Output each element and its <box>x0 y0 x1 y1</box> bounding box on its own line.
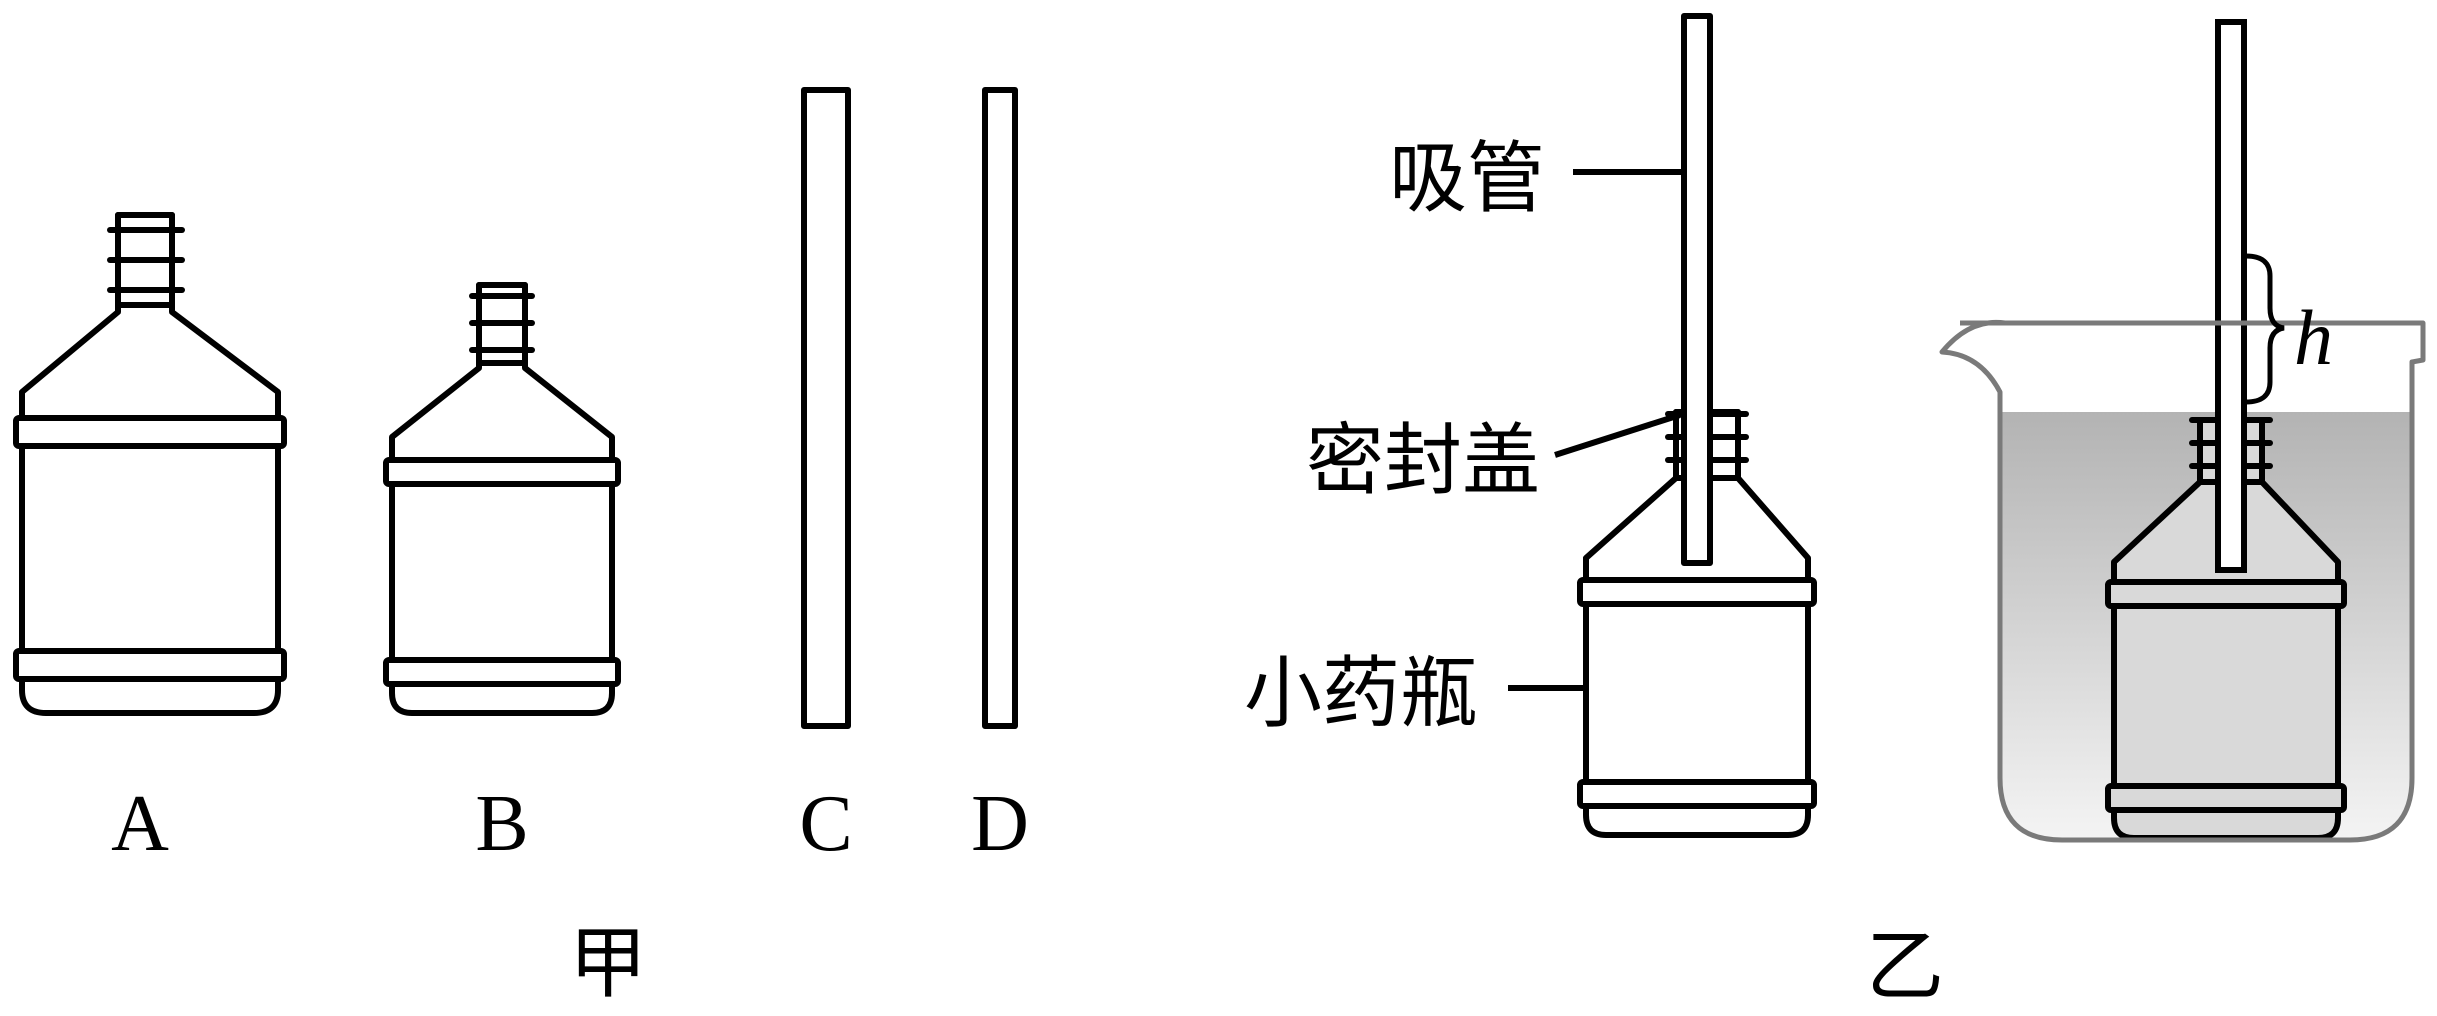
label-medicine-bottle: 小药瓶 <box>1244 649 1478 739</box>
straw-in-cap <box>1681 13 1713 566</box>
bottle-a <box>13 212 287 716</box>
straw-d <box>982 87 1018 729</box>
label-c: C <box>799 780 852 868</box>
group-label-jia: 甲 <box>569 919 647 1009</box>
bottle-b <box>383 282 621 716</box>
label-straw: 吸管 <box>1389 134 1545 224</box>
label-b: B <box>475 780 528 868</box>
beaker-setup: h <box>1939 19 2426 843</box>
label-height: h <box>2294 294 2333 381</box>
straw-c <box>801 87 851 729</box>
leader-cap <box>1554 412 1681 458</box>
height-brace <box>2245 253 2285 405</box>
straw-submerged <box>2215 19 2247 573</box>
apparatus-submerged <box>2105 19 2347 841</box>
apparatus-dry <box>1577 13 1817 838</box>
label-d: D <box>971 780 1029 868</box>
label-sealed-cap: 密封盖 <box>1306 416 1540 506</box>
group-label-yi: 乙 <box>1866 922 1944 1012</box>
label-a: A <box>111 780 169 868</box>
beaker-outline <box>1939 319 2426 843</box>
